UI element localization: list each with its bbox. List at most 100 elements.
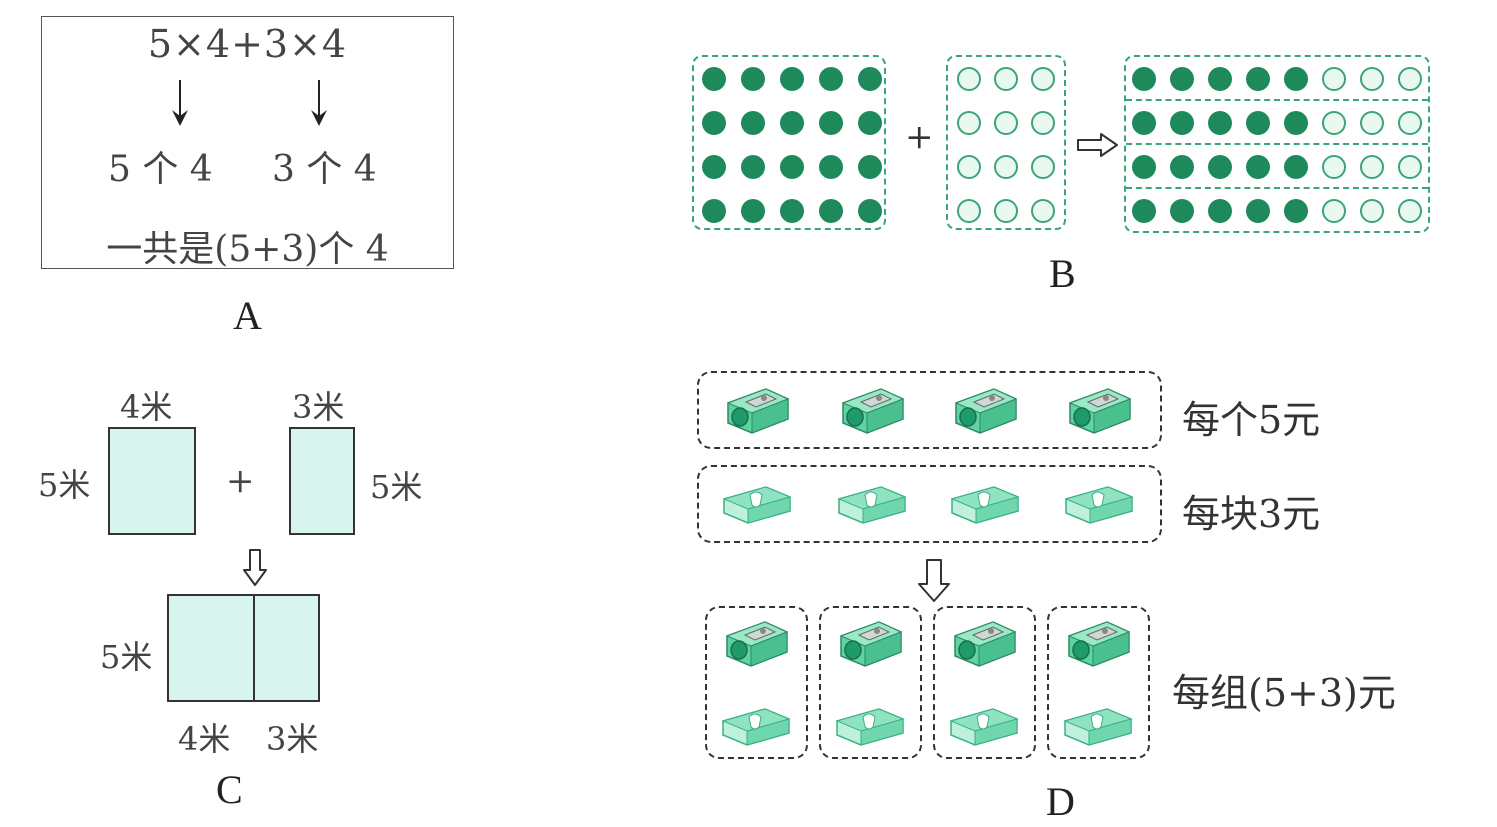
group-price-label: 每组(5+3)元: [1172, 662, 1396, 717]
filled-dot: [1284, 67, 1308, 91]
panel-b-plus: +: [905, 117, 934, 157]
rect1-top-label: 4米: [120, 382, 172, 428]
pencil-sharpener-icon: [1063, 616, 1133, 674]
filled-dot: [702, 67, 726, 91]
rect2-side-label: 5米: [370, 462, 422, 508]
filled-dot: [780, 199, 804, 223]
eraser-icon: [947, 703, 1021, 753]
filled-dot: [819, 67, 843, 91]
row-divider: [1126, 99, 1428, 101]
filled-dot: [1284, 155, 1308, 179]
filled-dot: [858, 199, 882, 223]
panel-a-group-2: 3 个 4: [272, 140, 377, 192]
down-hollow-arrow-icon: [242, 548, 268, 588]
hollow-dot: [1031, 155, 1055, 179]
hollow-dot: [1031, 199, 1055, 223]
filled-dot: [741, 155, 765, 179]
filled-dot: [702, 199, 726, 223]
down-arrow-icon: [299, 78, 339, 130]
panel-c-plus: +: [226, 461, 255, 501]
filled-dot: [1208, 199, 1232, 223]
down-arrow-icon: [160, 78, 200, 130]
eraser-icon: [835, 481, 909, 531]
combined-rect-left: [167, 594, 255, 702]
panel-a-group-1: 5 个 4: [108, 140, 213, 192]
filled-dot: [1208, 111, 1232, 135]
filled-dot: [1284, 111, 1308, 135]
filled-dot: [702, 155, 726, 179]
rect2-top-label: 3米: [292, 382, 344, 428]
eraser-icon: [948, 481, 1022, 531]
eraser-icon: [719, 703, 793, 753]
hollow-dot: [994, 155, 1018, 179]
pencil-sharpener-icon: [1064, 383, 1134, 441]
filled-dot: [1208, 67, 1232, 91]
rect1-side-label: 5米: [38, 460, 90, 506]
row-divider: [1126, 187, 1428, 189]
filled-dot: [780, 67, 804, 91]
filled-dot: [780, 111, 804, 135]
panel-c-label: C: [216, 766, 243, 813]
filled-dot: [819, 155, 843, 179]
hollow-dot: [1031, 111, 1055, 135]
filled-dot: [702, 111, 726, 135]
hollow-dot: [1322, 199, 1346, 223]
combined-rect-right: [253, 594, 320, 702]
filled-dot: [1246, 199, 1270, 223]
pencil-sharpener-icon: [837, 383, 907, 441]
row-divider: [1126, 143, 1428, 145]
hollow-dot: [1360, 199, 1384, 223]
filled-dot: [780, 155, 804, 179]
hollow-dot: [1398, 199, 1422, 223]
combined-bottom-right-label: 3米: [266, 714, 318, 760]
panel-b-left-array: [692, 55, 886, 230]
hollow-dot: [1398, 155, 1422, 179]
filled-dot: [819, 199, 843, 223]
panel-b-combined-array: [1124, 55, 1430, 233]
hollow-dot: [994, 111, 1018, 135]
filled-dot: [858, 67, 882, 91]
filled-dot: [858, 111, 882, 135]
hollow-dot: [1360, 67, 1384, 91]
eraser-icon: [720, 481, 794, 531]
hollow-dot: [957, 67, 981, 91]
filled-dot: [1170, 155, 1194, 179]
filled-dot: [1132, 199, 1156, 223]
pencil-sharpener-icon: [950, 383, 1020, 441]
pencil-sharpener-icon: [835, 616, 905, 674]
hollow-dot: [1398, 111, 1422, 135]
panel-a-total: 一共是(5+3)个 4: [41, 220, 454, 272]
filled-dot: [1246, 67, 1270, 91]
filled-dot: [858, 155, 882, 179]
hollow-dot: [1398, 67, 1422, 91]
filled-dot: [1170, 111, 1194, 135]
filled-dot: [1132, 111, 1156, 135]
panel-d-label: D: [1046, 778, 1075, 825]
panel-a-expression: 5×4+3×4: [41, 22, 454, 66]
hollow-dot: [957, 111, 981, 135]
hollow-dot: [994, 67, 1018, 91]
hollow-dot: [957, 199, 981, 223]
hollow-dot: [1360, 155, 1384, 179]
eraser-icon: [833, 703, 907, 753]
hollow-dot: [1322, 67, 1346, 91]
pencil-sharpener-icon: [721, 616, 791, 674]
right-arrow-icon: [1075, 132, 1121, 158]
filled-dot: [1246, 111, 1270, 135]
filled-dot: [1132, 155, 1156, 179]
hollow-dot: [1360, 111, 1384, 135]
filled-dot: [1170, 67, 1194, 91]
pencil-sharpener-icon: [722, 383, 792, 441]
eraser-icon: [1061, 703, 1135, 753]
sharpener-price-label: 每个5元: [1182, 389, 1320, 444]
down-hollow-arrow-icon: [917, 558, 951, 604]
rect1: [108, 427, 196, 535]
combined-bottom-left-label: 4米: [178, 714, 230, 760]
filled-dot: [1246, 155, 1270, 179]
filled-dot: [741, 67, 765, 91]
filled-dot: [741, 199, 765, 223]
combined-side-label: 5米: [100, 632, 152, 678]
eraser-price-label: 每块3元: [1182, 483, 1320, 538]
filled-dot: [1132, 67, 1156, 91]
panel-b-right-array: [946, 55, 1066, 230]
